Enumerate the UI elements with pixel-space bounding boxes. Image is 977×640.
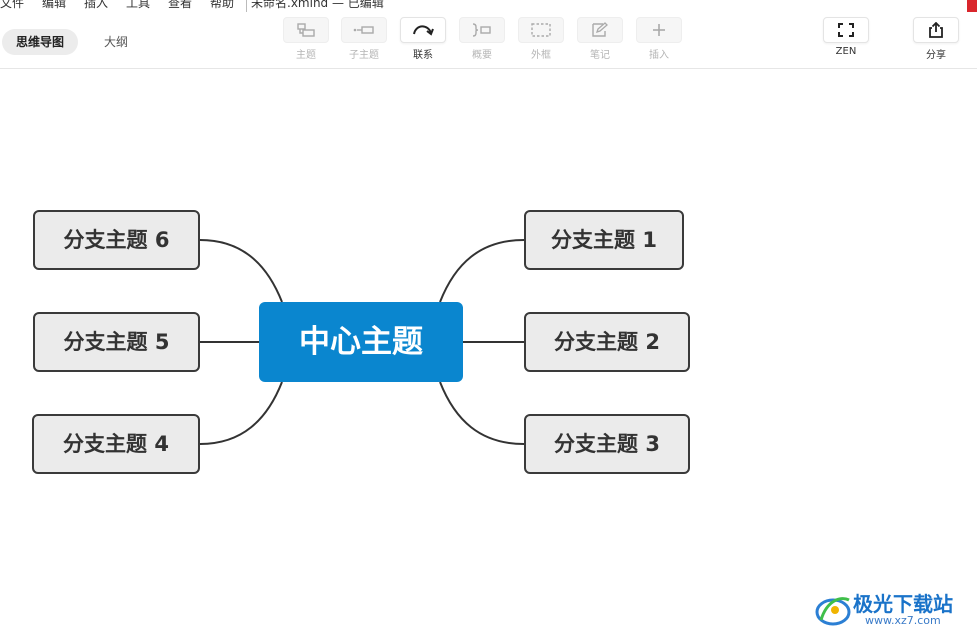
branch-topic-4[interactable]: 分支主题 4 (32, 414, 200, 474)
topic-label: 主题 (296, 50, 316, 61)
subtopic-icon (341, 17, 387, 43)
zen-button[interactable]: ZEN (822, 17, 870, 63)
branch-connectors (199, 239, 525, 445)
tab-mindmap[interactable]: 思维导图 (2, 29, 79, 55)
watermark-url: www.xz7.com (865, 614, 941, 627)
window-close-corner[interactable] (967, 0, 977, 12)
zen-label: ZEN (835, 46, 857, 57)
tab-outline[interactable]: 大纲 (104, 35, 129, 49)
subtopic-button[interactable]: 子主题 (340, 17, 388, 63)
summary-label: 概要 (472, 50, 492, 61)
note-icon (577, 17, 623, 43)
watermark-brand: 极光下载站 (853, 592, 953, 616)
boundary-label: 外框 (531, 50, 551, 61)
watermark-logo-icon (815, 597, 851, 626)
note-button[interactable]: 笔记 (576, 17, 624, 63)
summary-icon (459, 17, 505, 43)
topic-icon (283, 17, 329, 43)
toolbar: 思维导图 大纲 主题 子主题 (0, 14, 977, 69)
document-title: 未命名.xmind — 已编辑 (251, 0, 384, 10)
watermark: 极光下载站 www.xz7.com (809, 588, 969, 634)
connector-branch-1 (439, 239, 525, 303)
menu-bar: 文件 编辑 插入 工具 查看 帮助 未命名.xmind — 已编辑 (0, 0, 977, 14)
branch-topic-5[interactable]: 分支主题 5 (33, 312, 200, 372)
fullscreen-icon (823, 17, 869, 43)
insert-button[interactable]: 插入 (635, 17, 683, 63)
menu-edit[interactable]: 编辑 (42, 0, 67, 10)
share-icon (913, 17, 959, 43)
note-label: 笔记 (590, 50, 610, 61)
menu-view[interactable]: 查看 (168, 0, 193, 10)
branch-topic-6[interactable]: 分支主题 6 (33, 210, 200, 270)
topic-button[interactable]: 主题 (282, 17, 330, 63)
branch-topic-2[interactable]: 分支主题 2 (524, 312, 690, 372)
summary-button[interactable]: 概要 (458, 17, 506, 63)
subtopic-label: 子主题 (349, 50, 379, 61)
menu-tools[interactable]: 工具 (126, 0, 151, 10)
menu-divider (246, 0, 247, 12)
relationship-button[interactable]: 联系 (399, 17, 447, 63)
insert-label: 插入 (649, 50, 669, 61)
relationship-label: 联系 (413, 50, 433, 61)
boundary-icon (518, 17, 564, 43)
connector-branch-6 (199, 239, 283, 303)
boundary-button[interactable]: 外框 (517, 17, 565, 63)
mindmap-canvas[interactable]: 中心主题 分支主题 1 分支主题 2 分支主题 3 分支主题 6 分支主题 5 … (0, 69, 977, 640)
branch-topic-3[interactable]: 分支主题 3 (524, 414, 690, 474)
central-topic[interactable]: 中心主题 (259, 302, 463, 382)
branch-topic-1[interactable]: 分支主题 1 (524, 210, 684, 270)
share-label: 分享 (926, 50, 946, 61)
connector-branch-3 (439, 381, 525, 445)
menu-file[interactable]: 文件 (0, 0, 25, 10)
relationship-icon (400, 17, 446, 43)
plus-icon (636, 17, 682, 43)
menu-help[interactable]: 帮助 (210, 0, 235, 10)
menu-insert[interactable]: 插入 (84, 0, 109, 10)
connector-branch-4 (199, 381, 283, 445)
share-button[interactable]: 分享 (912, 17, 960, 63)
